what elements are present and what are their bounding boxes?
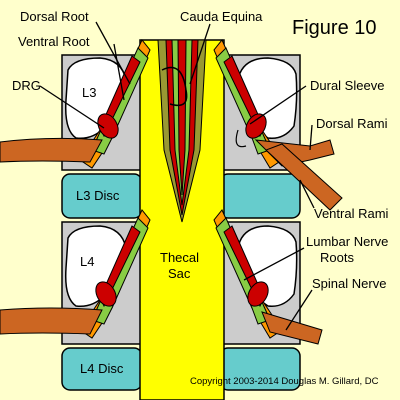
l3-nerve-root-right: [213, 39, 343, 211]
label-lumbar-nerve-roots-line2: Roots: [320, 250, 354, 265]
label-lumbar-nerve-roots-line1: Lumbar Nerve: [306, 234, 388, 249]
figure-title: Figure 10: [292, 17, 377, 39]
label-ventral-root: Ventral Root: [18, 34, 90, 49]
l3-nerve-root-left: [0, 39, 151, 169]
label-cauda-equina: Cauda Equina: [180, 9, 263, 24]
label-spinal-nerve: Spinal Nerve: [312, 276, 386, 291]
label-thecal-line1: Thecal: [160, 250, 199, 265]
copyright-notice: Copyright 2003-2014 Douglas M. Gillard, …: [190, 376, 379, 387]
leader-lines: [39, 21, 315, 331]
l4-nerve-root-right: [213, 209, 323, 345]
label-thecal-line2: Sac: [168, 266, 191, 281]
label-l4: L4: [80, 254, 94, 269]
label-l3: L3: [82, 85, 96, 100]
label-drg: DRG: [12, 78, 41, 93]
label-ventral-rami: Ventral Rami: [314, 206, 389, 221]
label-dorsal-root: Dorsal Root: [20, 9, 89, 24]
label-dorsal-rami: Dorsal Rami: [316, 116, 388, 131]
l4-nerve-root-left: [0, 209, 151, 339]
label-l4-disc: L4 Disc: [80, 361, 124, 376]
label-l3-disc: L3 Disc: [76, 188, 120, 203]
l3-disc-right: [219, 173, 301, 219]
label-dural-sleeve: Dural Sleeve: [310, 78, 384, 93]
